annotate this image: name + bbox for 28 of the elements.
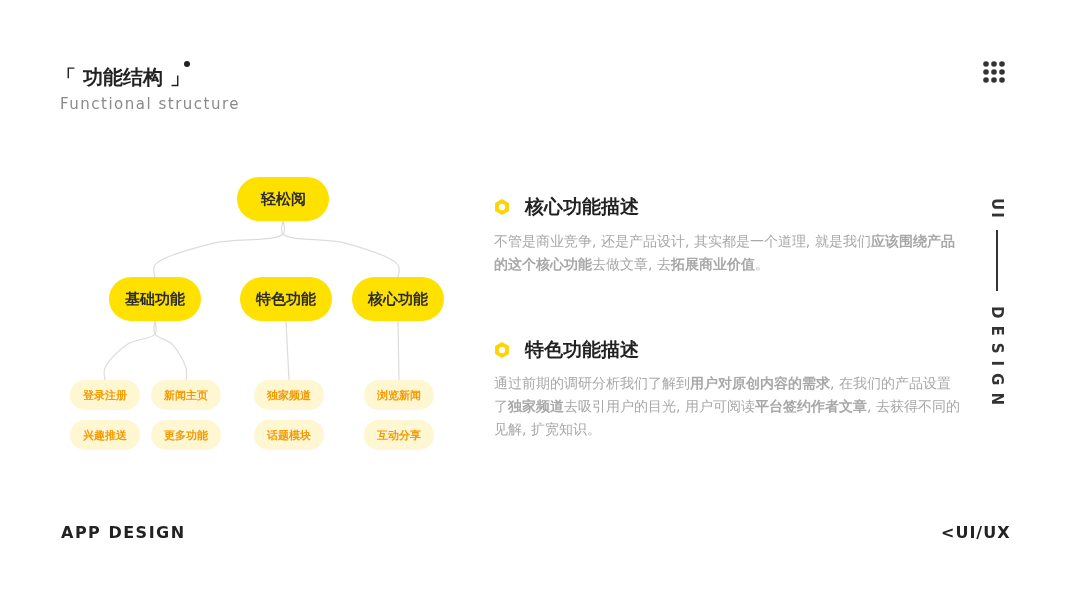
category-pill: 轻松阅 (237, 177, 329, 221)
feature-pill: 互动分享 (364, 420, 434, 450)
vertical-text: UI (988, 198, 1006, 220)
feature-pill: 登录注册 (70, 380, 140, 410)
category-pill: 特色功能 (240, 277, 332, 321)
category-pill: 基础功能 (109, 277, 201, 321)
connector-line (103, 320, 157, 381)
vertical-text: DESIGN (988, 306, 1006, 412)
footer-text: APP DESIGN (61, 523, 186, 542)
connector-line (281, 220, 400, 278)
connector-line (153, 320, 188, 381)
connector-line (397, 320, 400, 381)
feature-pill: 兴趣推送 (70, 420, 140, 450)
connector-line (285, 320, 290, 381)
description-text: 通过前期的调研分析我们了解到用户对原创内容的需求, 在我们的产品设置了独家频道去吸引用户的目光, 用户可阅读平台签约作者文章, 去获得不同的见解, 扩宽知识。 (494, 374, 961, 439)
feature-pill: 独家频道 (254, 380, 324, 410)
feature-pill: 话题模块 (254, 420, 324, 450)
feature-pill: 更多功能 (151, 420, 221, 450)
subtitle: Functional structure (60, 95, 240, 113)
section-heading: 特色功能描述 (525, 337, 639, 362)
description-text: 不管是商业竞争, 还是产品设计, 其实都是一个道理, 就是我们应该围绕产品的这个核心功能去做文章, 去拓展商业价值。 (494, 232, 956, 274)
feature-pill: 新闻主页 (151, 380, 221, 410)
connector-line (153, 220, 285, 278)
category-pill: 核心功能 (352, 277, 444, 321)
feature-pill: 浏览新闻 (364, 380, 434, 410)
section-heading: 核心功能描述 (525, 194, 639, 219)
footer-text: <UI/UX (941, 523, 1011, 542)
page-title: 「 功能结构 」 (56, 64, 190, 91)
